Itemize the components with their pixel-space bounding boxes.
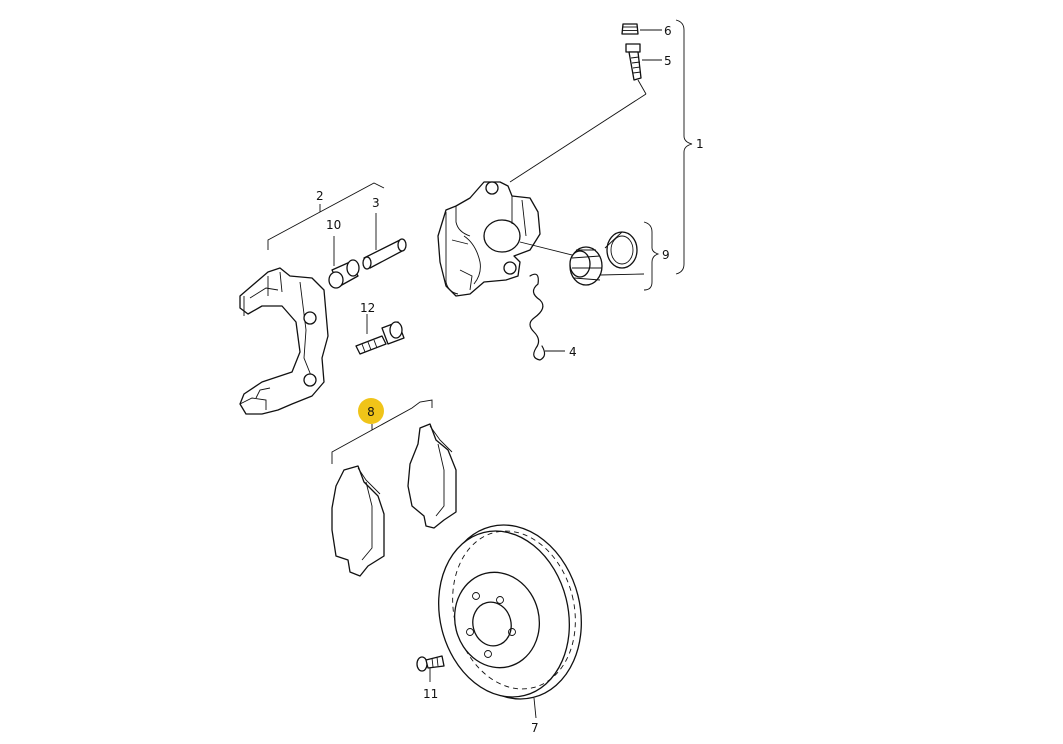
callout-4: 4 bbox=[569, 345, 577, 359]
part-2-caliper-carrier[interactable] bbox=[239, 267, 329, 415]
callout-6: 6 bbox=[664, 24, 672, 38]
highlight-marker bbox=[358, 398, 384, 424]
part-10-guide-bushing[interactable] bbox=[328, 236, 360, 289]
callout-1: 1 bbox=[696, 137, 704, 151]
callout-10: 10 bbox=[326, 218, 341, 232]
part-11-disc-retaining-screw[interactable] bbox=[416, 655, 445, 682]
callout-7: 7 bbox=[531, 721, 539, 735]
callout-2: 2 bbox=[316, 189, 324, 203]
part-8-brake-pad-left[interactable] bbox=[331, 465, 385, 577]
part-1-caliper-housing[interactable] bbox=[437, 181, 541, 297]
callout-11: 11 bbox=[423, 687, 438, 701]
callout-5: 5 bbox=[664, 54, 672, 68]
part-6-bleeder-cap[interactable] bbox=[621, 23, 639, 35]
part-9-piston-seal[interactable] bbox=[519, 231, 645, 286]
part-12-carrier-bolt[interactable] bbox=[355, 314, 405, 355]
part-8-brake-pad-right[interactable] bbox=[407, 423, 457, 529]
callout-9: 9 bbox=[662, 248, 670, 262]
callout-8-highlighted[interactable]: 8 bbox=[358, 398, 384, 424]
callout-12: 12 bbox=[360, 301, 375, 315]
callout-8: 8 bbox=[367, 405, 375, 419]
part-4-wear-indicator-wire[interactable] bbox=[529, 273, 565, 361]
part-7-brake-disc[interactable] bbox=[422, 510, 600, 719]
part-3-guide-pin[interactable] bbox=[362, 213, 407, 270]
part-5-bleeder-valve[interactable] bbox=[625, 43, 642, 81]
callout-3: 3 bbox=[372, 196, 380, 210]
